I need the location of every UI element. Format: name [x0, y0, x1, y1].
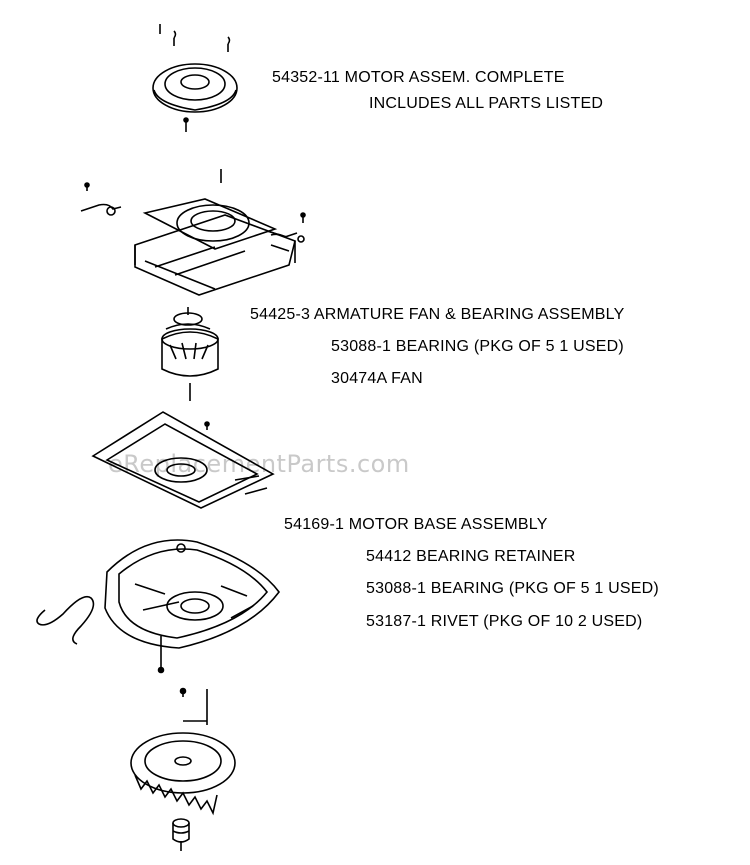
- label-motor-assembly: 54352-11 MOTOR ASSEM. COMPLETE: [272, 69, 565, 86]
- label-armature-assembly: 54425-3 ARMATURE FAN & BEARING ASSEMBLY: [250, 306, 625, 323]
- label-armature-bearing: 53088-1 BEARING (PKG OF 5 1 USED): [331, 338, 624, 355]
- label-motor-base: 54169-1 MOTOR BASE ASSEMBLY: [284, 516, 548, 533]
- label-rivet: 53187-1 RIVET (PKG OF 10 2 USED): [366, 613, 643, 630]
- motor-base-drawing: [25, 518, 285, 678]
- motor-assembly-drawing: [140, 20, 250, 135]
- armature-fan-drawing: [150, 305, 230, 405]
- label-base-bearing: 53088-1 BEARING (PKG OF 5 1 USED): [366, 580, 659, 597]
- fan-plate-drawing: [125, 685, 245, 855]
- label-motor-assembly-note: INCLUDES ALL PARTS LISTED: [369, 95, 604, 112]
- label-bearing-retainer: 54412 BEARING RETAINER: [366, 548, 576, 565]
- label-armature-fan: 30474A FAN: [331, 370, 423, 387]
- bearing-retainer-drawing: [85, 408, 275, 513]
- motor-housing-drawing: [75, 165, 315, 300]
